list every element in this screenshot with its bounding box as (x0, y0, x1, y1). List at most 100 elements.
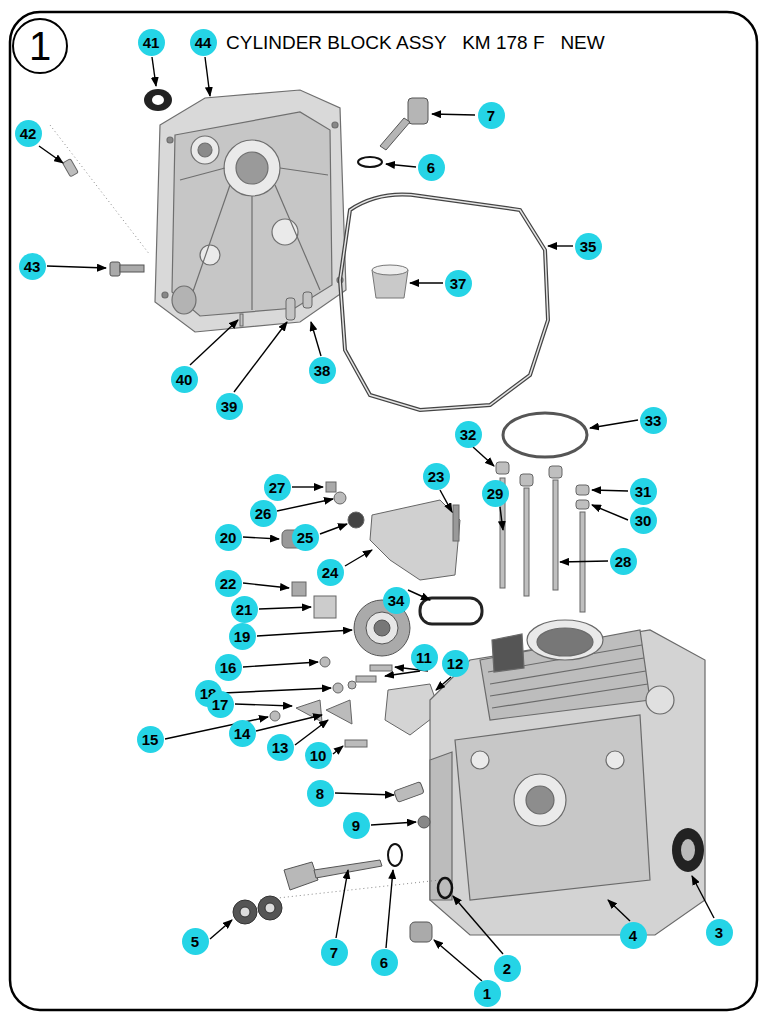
callout-number: 20 (215, 524, 242, 551)
ball-bearing (374, 620, 390, 636)
gear (258, 896, 282, 920)
callout-number: 19 (229, 623, 256, 650)
diagram-title: CYLINDER BLOCK ASSY KM 178 F NEW (226, 33, 605, 52)
gear (233, 900, 257, 924)
cylinder-block (527, 620, 603, 660)
callout-number: 14 (229, 720, 256, 747)
callout-text: 22 (220, 576, 237, 591)
bolt (110, 262, 120, 276)
callout-number: 31 (630, 478, 657, 505)
stud-bolt (496, 462, 589, 612)
dotted-line (260, 880, 440, 900)
callout-text: 15 (142, 732, 159, 747)
leader-line (408, 590, 430, 600)
guide-plate (334, 492, 346, 504)
crankcase-cover (224, 140, 280, 196)
cylinder-block (455, 715, 650, 900)
callout-number: 2 (494, 955, 521, 982)
page-frame (10, 12, 757, 1010)
leader-line (190, 320, 238, 365)
leader-line (205, 57, 210, 96)
bushing (418, 816, 430, 828)
callout-text: 37 (450, 276, 467, 291)
leader-line (210, 920, 232, 939)
oil-seal (681, 839, 695, 861)
callout-number: 34 (383, 587, 410, 614)
dipstick (380, 98, 428, 150)
callout-number: 22 (215, 570, 242, 597)
callout-text: 26 (255, 506, 272, 521)
callout-number: 11 (411, 644, 438, 671)
callout-text: 12 (447, 656, 464, 671)
leader-line (500, 507, 503, 530)
callout-number: 4 (620, 922, 647, 949)
cylinder-block (526, 786, 554, 814)
leader-line (295, 720, 328, 745)
callout-number: 39 (216, 393, 243, 420)
bushing (394, 782, 430, 828)
guide-plate (292, 582, 306, 596)
callout-number: 1 (474, 980, 501, 1007)
callout-text: 1 (483, 986, 491, 1001)
leader-line (243, 537, 279, 539)
oil-seal (672, 828, 704, 872)
callout-text: 17 (212, 697, 229, 712)
leader-line (473, 447, 494, 466)
oil-seal (152, 95, 164, 105)
callout-number: 24 (317, 559, 344, 586)
cylinder-block (606, 751, 624, 769)
callout-number: 6 (418, 154, 445, 181)
leader-line (386, 870, 393, 948)
leader-line (335, 793, 394, 795)
leader-line (311, 322, 321, 356)
dowel-pin (303, 292, 312, 308)
leader-line (371, 822, 416, 825)
cylinder-block (471, 751, 489, 769)
callout-text: 39 (221, 399, 238, 414)
callout-number: 33 (640, 407, 667, 434)
leader-line (692, 876, 714, 918)
callout-number: 30 (630, 507, 657, 534)
crankcase-cover (167, 137, 173, 143)
callout-text: 10 (310, 748, 327, 763)
callout-number: 21 (231, 596, 258, 623)
stud-bolt (553, 480, 558, 590)
callout-text: 31 (635, 484, 652, 499)
figure-number: 1 (12, 18, 68, 74)
valve-parts (345, 740, 367, 747)
callout-text: 30 (635, 513, 652, 528)
callout-number: 10 (305, 742, 332, 769)
callout-number: 43 (19, 253, 46, 280)
crankcase-cover (180, 168, 328, 310)
leader-line (333, 746, 343, 754)
crankcase-cover (172, 112, 332, 316)
leader-line (47, 266, 106, 268)
o-ring (388, 844, 402, 866)
leader-line (434, 940, 482, 981)
dotted-line (50, 125, 150, 255)
dipstick (284, 860, 382, 890)
leader-line (592, 490, 628, 491)
cylinder-block (514, 774, 566, 826)
callout-number: 6 (371, 949, 398, 976)
callout-number: 42 (15, 120, 42, 147)
callout-number: 44 (190, 29, 217, 56)
leader-line (234, 322, 287, 392)
callout-text: 24 (322, 565, 339, 580)
leader-line (259, 607, 311, 609)
bushing (372, 265, 408, 298)
cylinder-block (430, 752, 452, 900)
gear (265, 903, 275, 913)
guide-plate (314, 596, 336, 618)
callout-number: 5 (182, 928, 209, 955)
gasket (340, 195, 548, 410)
callout-number: 9 (343, 812, 370, 839)
callout-text: 25 (297, 530, 314, 545)
callout-number: 15 (137, 726, 164, 753)
dipstick (380, 118, 410, 150)
callout-text: 6 (380, 955, 388, 970)
bushing (372, 265, 408, 275)
callout-text: 42 (20, 126, 37, 141)
callout-text: 40 (176, 372, 193, 387)
valve-parts (326, 700, 352, 724)
